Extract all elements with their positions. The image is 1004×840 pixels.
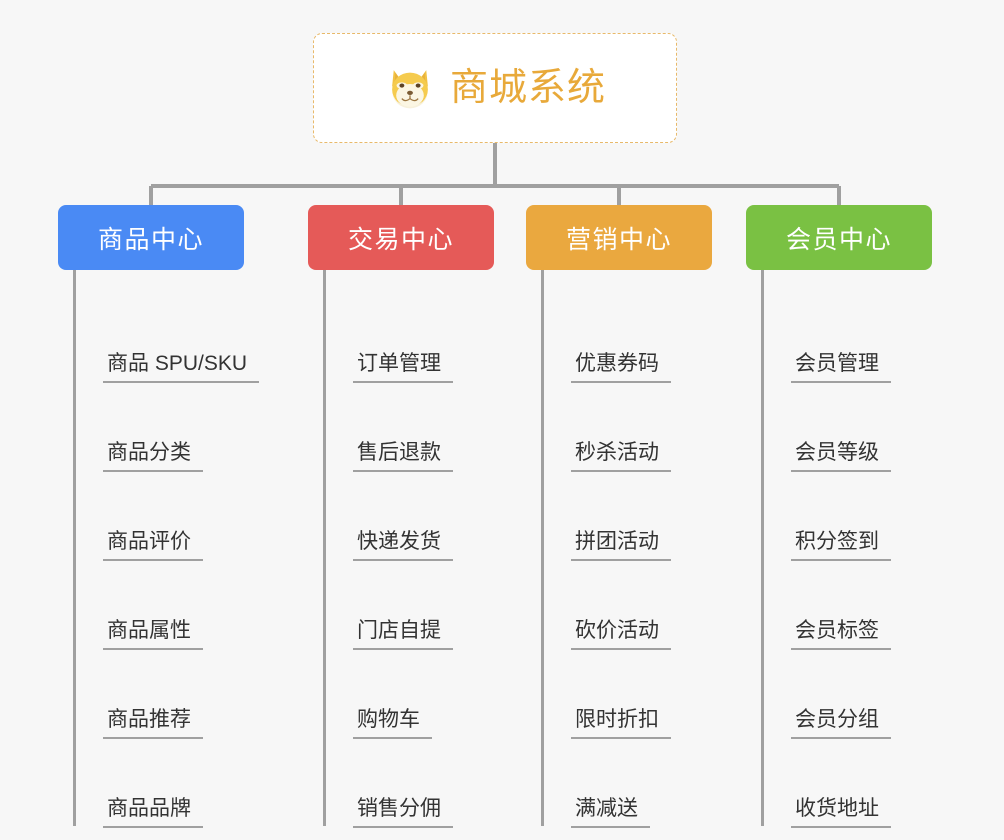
leaf-item-label: 快递发货: [353, 530, 453, 561]
leaf-item[interactable]: 商品属性: [73, 561, 244, 650]
leaf-item-label: 拼团活动: [571, 530, 671, 561]
branch-head-label: 会员中心: [785, 225, 892, 254]
leaf-item-label: 积分签到: [791, 530, 891, 561]
leaf-item[interactable]: 满减送: [541, 739, 712, 828]
leaf-item[interactable]: 拼团活动: [541, 472, 712, 561]
leaf-item-label: 限时折扣: [571, 708, 671, 739]
branch-column-2: 营销中心优惠券码秒杀活动拼团活动砍价活动限时折扣满减送: [526, 205, 712, 828]
branch-head-label: 交易中心: [347, 225, 454, 254]
leaf-item[interactable]: 商品 SPU/SKU: [73, 294, 260, 383]
leaf-item-label: 会员标签: [791, 619, 891, 650]
leaf-list-2: 优惠券码秒杀活动拼团活动砍价活动限时折扣满减送: [526, 270, 712, 828]
leaf-item-label: 砍价活动: [571, 619, 671, 650]
leaf-spine: [761, 270, 764, 826]
leaf-item[interactable]: 优惠券码: [541, 294, 712, 383]
leaf-item[interactable]: 会员管理: [761, 294, 932, 383]
leaf-item-label: 购物车: [353, 708, 432, 739]
branch-head-2[interactable]: 营销中心: [526, 205, 712, 270]
leaf-item-label: 销售分佣: [353, 797, 453, 828]
leaf-item[interactable]: 商品分类: [73, 383, 244, 472]
leaf-item-label: 商品分类: [103, 441, 203, 472]
leaf-item[interactable]: 订单管理: [323, 294, 494, 383]
leaf-item-label: 会员分组: [791, 708, 891, 739]
leaf-item[interactable]: 积分签到: [761, 472, 932, 561]
leaf-item-label: 门店自提: [353, 619, 453, 650]
branch-column-3: 会员中心会员管理会员等级积分签到会员标签会员分组收货地址: [746, 205, 932, 828]
leaf-item[interactable]: 商品评价: [73, 472, 244, 561]
leaf-item-label: 会员管理: [791, 352, 891, 383]
leaf-item-label: 收货地址: [791, 797, 891, 828]
leaf-item-label: 订单管理: [353, 352, 453, 383]
branch-column-0: 商品中心商品 SPU/SKU 商品分类商品评价商品属性商品推荐商品品牌: [58, 205, 260, 828]
leaf-item-label: 商品推荐: [103, 708, 203, 739]
branch-head-label: 商品中心: [97, 225, 204, 254]
root-title: 商城系统: [449, 67, 606, 109]
leaf-spine: [541, 270, 544, 826]
leaf-item[interactable]: 商品品牌: [73, 739, 244, 828]
leaf-item[interactable]: 门店自提: [323, 561, 494, 650]
leaf-list-0: 商品 SPU/SKU 商品分类商品评价商品属性商品推荐商品品牌: [58, 270, 260, 828]
leaf-item[interactable]: 快递发货: [323, 472, 494, 561]
leaf-item-label: 商品属性: [103, 619, 203, 650]
leaf-item[interactable]: 秒杀活动: [541, 383, 712, 472]
leaf-item[interactable]: 收货地址: [761, 739, 932, 828]
leaf-item-label: 售后退款: [353, 441, 453, 472]
leaf-item-label: 商品 SPU/SKU: [103, 352, 260, 383]
leaf-item[interactable]: 砍价活动: [541, 561, 712, 650]
branch-head-1[interactable]: 交易中心: [308, 205, 494, 270]
leaf-item-label: 满减送: [571, 797, 650, 828]
leaf-spine: [323, 270, 326, 826]
leaf-list-1: 订单管理售后退款快递发货门店自提购物车销售分佣: [308, 270, 494, 828]
leaf-item[interactable]: 售后退款: [323, 383, 494, 472]
branch-head-3[interactable]: 会员中心: [746, 205, 932, 270]
leaf-item[interactable]: 会员等级: [761, 383, 932, 472]
leaf-item[interactable]: 商品推荐: [73, 650, 244, 739]
leaf-item[interactable]: 会员分组: [761, 650, 932, 739]
shiba-dog-face-icon: [392, 70, 428, 109]
leaf-item[interactable]: 购物车: [323, 650, 494, 739]
leaf-list-3: 会员管理会员等级积分签到会员标签会员分组收货地址: [746, 270, 932, 828]
leaf-item-label: 优惠券码: [571, 352, 671, 383]
leaf-item-label: 商品评价: [103, 530, 203, 561]
leaf-item-label: 会员等级: [791, 441, 891, 472]
leaf-item-label: 商品品牌: [103, 797, 203, 828]
root-node[interactable]: 商城系统: [313, 33, 677, 143]
branch-head-0[interactable]: 商品中心: [58, 205, 244, 270]
branch-column-1: 交易中心订单管理售后退款快递发货门店自提购物车销售分佣: [308, 205, 494, 828]
branch-head-label: 营销中心: [565, 225, 672, 254]
leaf-item[interactable]: 限时折扣: [541, 650, 712, 739]
leaf-spine: [73, 270, 76, 826]
leaf-item[interactable]: 会员标签: [761, 561, 932, 650]
leaf-item-label: 秒杀活动: [571, 441, 671, 472]
leaf-item[interactable]: 销售分佣: [323, 739, 494, 828]
